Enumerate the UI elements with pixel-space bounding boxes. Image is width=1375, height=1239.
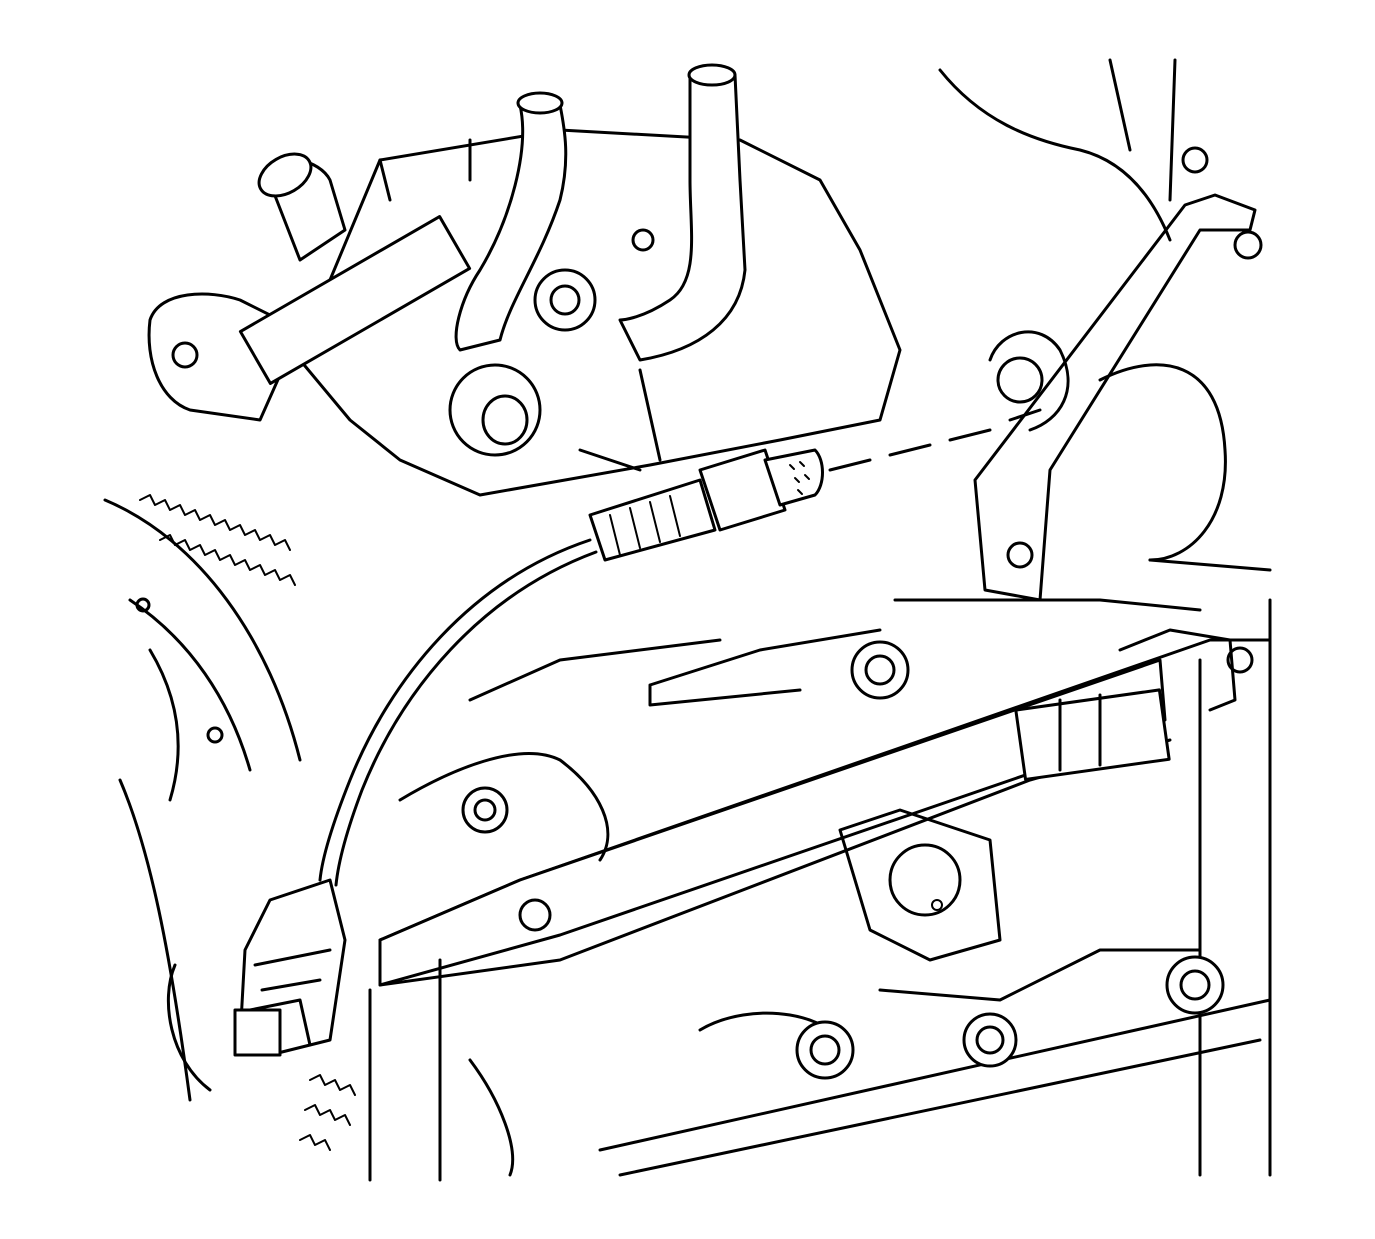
engine-block bbox=[368, 558, 1272, 1182]
mounting-bosses bbox=[461, 640, 1254, 1080]
coolant-housing bbox=[147, 63, 902, 497]
flywheel bbox=[103, 494, 356, 1151]
sensor-harness bbox=[233, 538, 598, 1057]
engine-bracket bbox=[938, 58, 1263, 602]
oxygen-sensor bbox=[588, 408, 1042, 562]
